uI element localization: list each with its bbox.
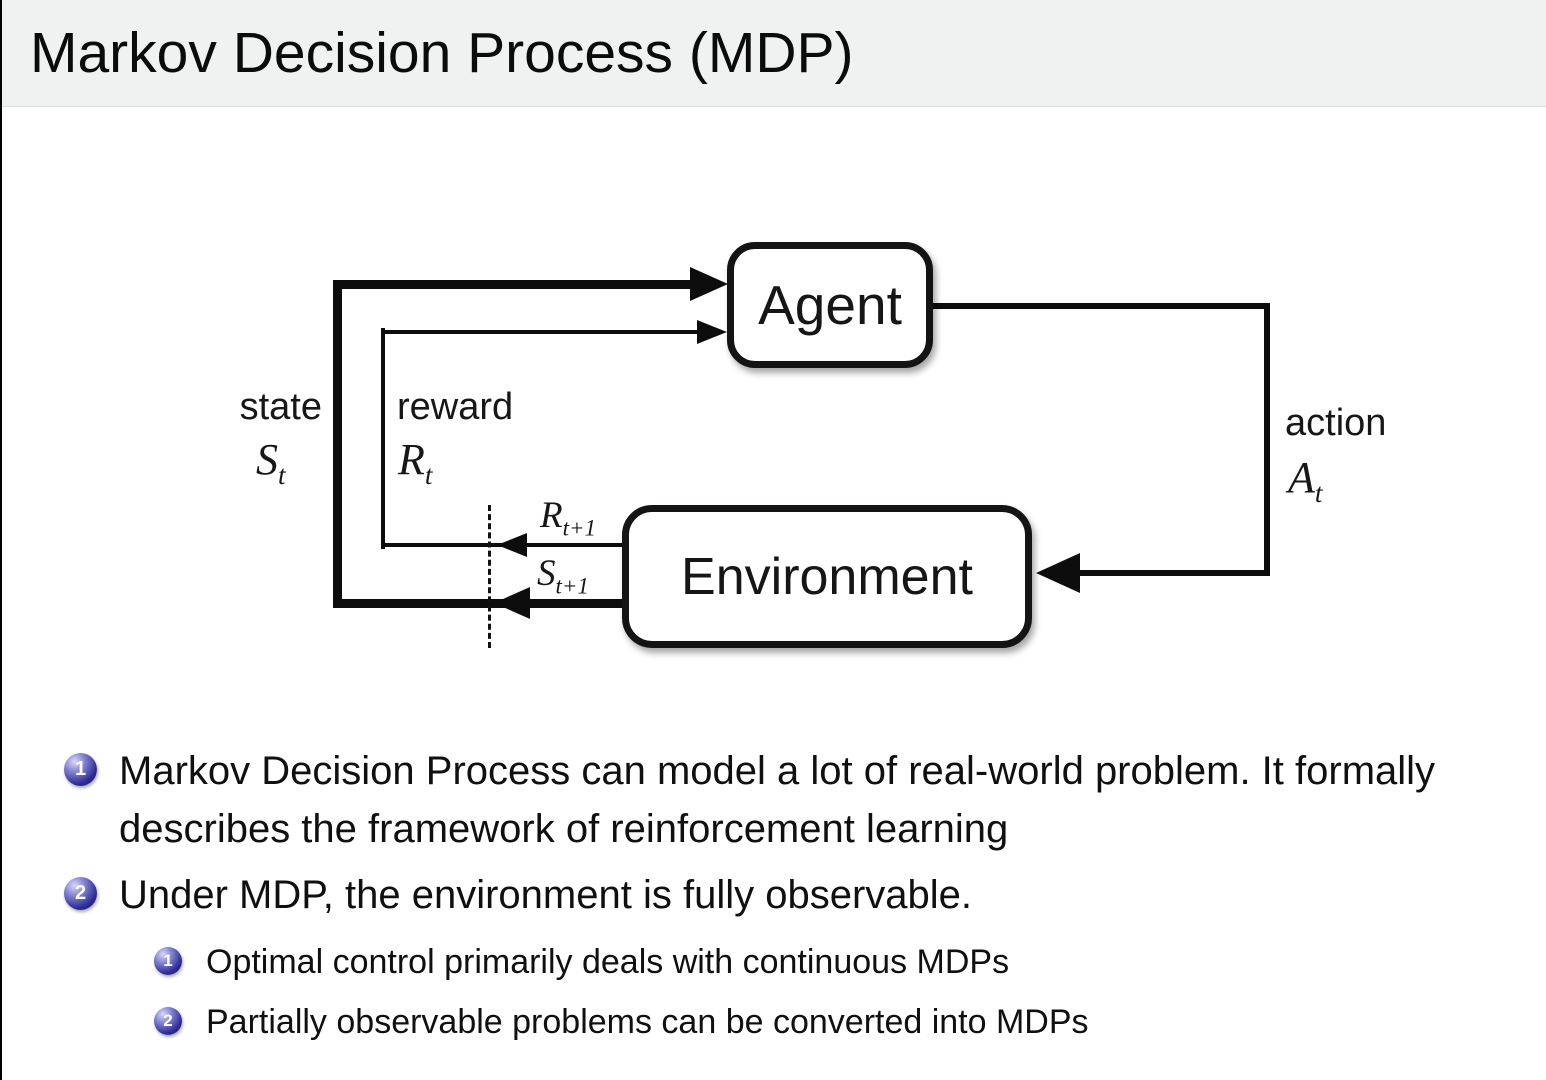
next-reward-arrowhead-icon xyxy=(497,533,527,557)
environment-label: Environment xyxy=(681,547,973,606)
item-text: Markov Decision Process can model a lot … xyxy=(119,749,1436,851)
bullet-list: 1 Markov Decision Process can model a lo… xyxy=(64,742,1514,1048)
environment-box: Environment xyxy=(622,505,1032,648)
list-item: 1 Markov Decision Process can model a lo… xyxy=(64,742,1514,858)
item-number-badge: 2 xyxy=(64,877,97,910)
action-wire-top xyxy=(933,303,1270,309)
state-symbol-label: St xyxy=(256,435,286,490)
state-wire-bottom xyxy=(333,599,628,608)
state-to-agent-arrowhead-icon xyxy=(690,267,728,301)
subitem-number-badge: 1 xyxy=(154,947,182,975)
state-wire-top xyxy=(333,280,693,289)
action-wire-vertical xyxy=(1264,303,1270,576)
page-title: Markov Decision Process (MDP) xyxy=(30,21,854,85)
agent-label: Agent xyxy=(758,274,902,336)
reward-wire-vertical xyxy=(381,328,385,549)
next-state-arrowhead-icon xyxy=(494,587,530,619)
action-word-label: action xyxy=(1285,402,1387,444)
sub-list: 1 Optimal control primarily deals with c… xyxy=(154,936,1089,1048)
time-boundary-dashed-line xyxy=(488,505,491,648)
agent-box: Agent xyxy=(727,242,933,368)
action-to-environment-arrowhead-icon xyxy=(1036,553,1080,593)
reward-symbol-label: Rt xyxy=(398,435,433,490)
state-word-label: state xyxy=(239,386,322,428)
sub-list-item: 2 Partially observable problems can be c… xyxy=(154,996,1089,1049)
title-bar: Markov Decision Process (MDP) xyxy=(0,0,1546,107)
action-wire-bottom xyxy=(1072,570,1270,576)
next-reward-symbol-label: Rt+1 xyxy=(540,495,596,541)
action-symbol-label: At xyxy=(1288,453,1323,508)
mdp-diagram: Agent Environment state St reward Rt act… xyxy=(239,242,1387,648)
reward-word-label: reward xyxy=(397,386,514,428)
reward-wire-top xyxy=(381,330,699,334)
next-state-symbol-label: St+1 xyxy=(537,553,589,599)
subitem-number-badge: 2 xyxy=(154,1006,182,1035)
item-number-badge: 1 xyxy=(64,753,97,786)
subitem-text: Partially observable problems can be con… xyxy=(206,1002,1089,1041)
list-item: 2 Under MDP, the environment is fully ob… xyxy=(64,866,1514,1048)
reward-to-agent-arrowhead-icon xyxy=(697,320,727,344)
sub-list-item: 1 Optimal control primarily deals with c… xyxy=(154,936,1089,989)
state-wire-vertical xyxy=(333,280,342,608)
window-left-border xyxy=(0,0,2,1080)
item-text: Under MDP, the environment is fully obse… xyxy=(119,873,973,917)
subitem-text: Optimal control primarily deals with con… xyxy=(206,943,1010,981)
